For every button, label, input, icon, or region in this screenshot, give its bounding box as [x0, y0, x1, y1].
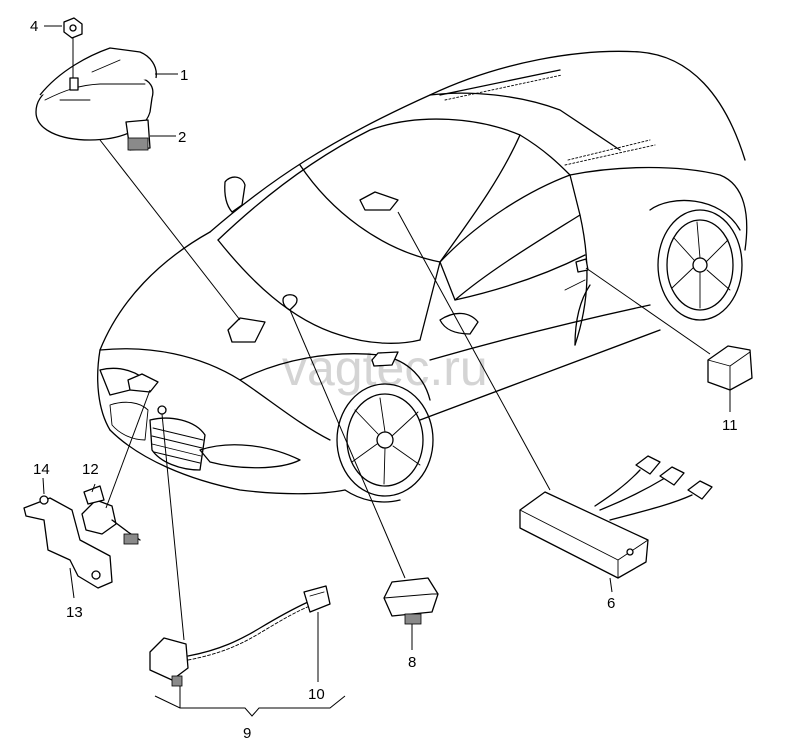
callout-4: 4 [30, 18, 38, 35]
nut [63, 17, 83, 78]
small-switch [707, 345, 753, 391]
watermark: vagtec.ru [282, 340, 488, 396]
connector-plug [125, 119, 151, 151]
callout-2: 2 [178, 129, 186, 146]
callout-8: 8 [408, 654, 416, 671]
callout-11: 11 [722, 417, 738, 434]
antenna-module [519, 455, 713, 579]
bracket-assembly [23, 485, 141, 589]
wiring-harness [149, 585, 331, 687]
control-unit-housing [35, 47, 157, 141]
switch-button [383, 577, 439, 625]
callout-14: 14 [33, 461, 50, 478]
car-outline [97, 50, 748, 503]
mount-markers [127, 176, 589, 415]
callout-10: 10 [308, 686, 325, 703]
callout-1: 1 [180, 67, 188, 84]
leader-lines [42, 25, 731, 717]
callout-6: 6 [607, 595, 615, 612]
callout-9: 9 [243, 725, 251, 742]
callout-13: 13 [66, 604, 83, 621]
callout-12: 12 [82, 461, 99, 478]
